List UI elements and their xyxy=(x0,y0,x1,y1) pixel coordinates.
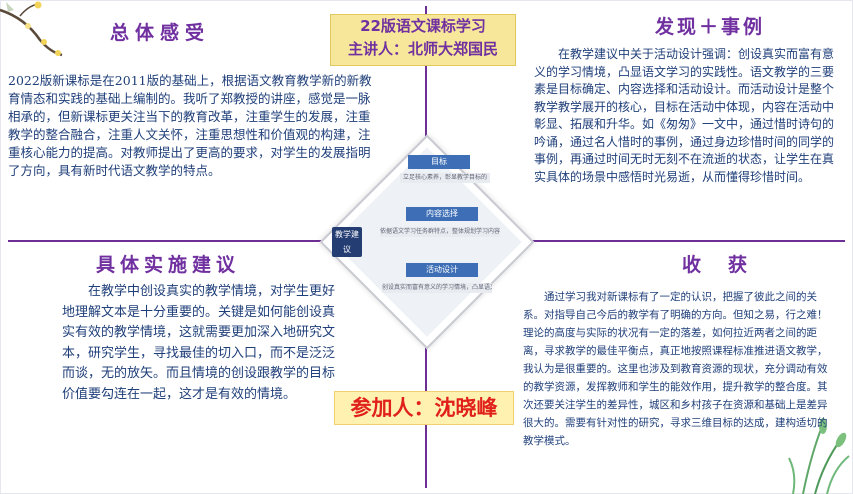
discovery-title: 发现＋事例 xyxy=(655,16,766,38)
diagram-box-content: 内容选择 xyxy=(406,207,478,221)
harvest-body: 通过学习我对新课标有了一定的认识，把握了彼此之间的关系。对指导自己今后的教学有了… xyxy=(523,291,828,447)
harvest-title: 收 获 xyxy=(682,254,752,276)
discovery-body: 在教学建议中关于活动设计强调：创设真实而富有意义的学习情境，凸显语文学习的实践性… xyxy=(534,47,835,184)
suggestions-body: 在教学中创设真实的教学情境，对学生更好地理解文本是十分重要的。关键是如何能创设真… xyxy=(62,284,336,402)
teaching-diagram: 教学建议 目标 立足核心素养，彰显教学目标的 内容选择 依据语文学习任务群特点，… xyxy=(319,134,535,350)
overall-feeling-title: 总体感受 xyxy=(110,22,211,44)
grass-icon xyxy=(788,418,850,494)
diagram-box-activity: 活动设计 xyxy=(406,263,478,277)
diagram-side-label: 教学建议 xyxy=(332,227,362,257)
diagram-line-goal: 立足核心素养，彰显教学目标的 xyxy=(400,173,490,183)
participant-badge: 参加人：沈晓峰 xyxy=(334,391,514,425)
lecture-plaque: 22版语文课标学习 主讲人：北师大郑国民 xyxy=(330,14,516,66)
plaque-title: 22版语文课标学习 xyxy=(360,17,486,35)
suggestions-title: 具体实施建议 xyxy=(96,254,241,276)
plaque-speaker: 主讲人：北师大郑国民 xyxy=(347,40,498,58)
diagram-content: 教学建议 目标 立足核心素养，彰显教学目标的 内容选择 依据语文学习任务群特点，… xyxy=(320,135,534,349)
diagram-line-content: 依据语文学习任务群特点，整体规划学习内容 xyxy=(380,227,500,237)
diagram-box-goal: 目标 xyxy=(408,155,470,169)
overall-feeling-body: 2022版新课标是在2011版的基础上，根据语文教育教学新的新教育情态和实践的基… xyxy=(8,73,372,178)
plum-branch-icon xyxy=(0,1,63,57)
diagram-line-activity: 创设真实而富有意义的学习情境，凸显语文学习的实践性 xyxy=(382,283,492,293)
